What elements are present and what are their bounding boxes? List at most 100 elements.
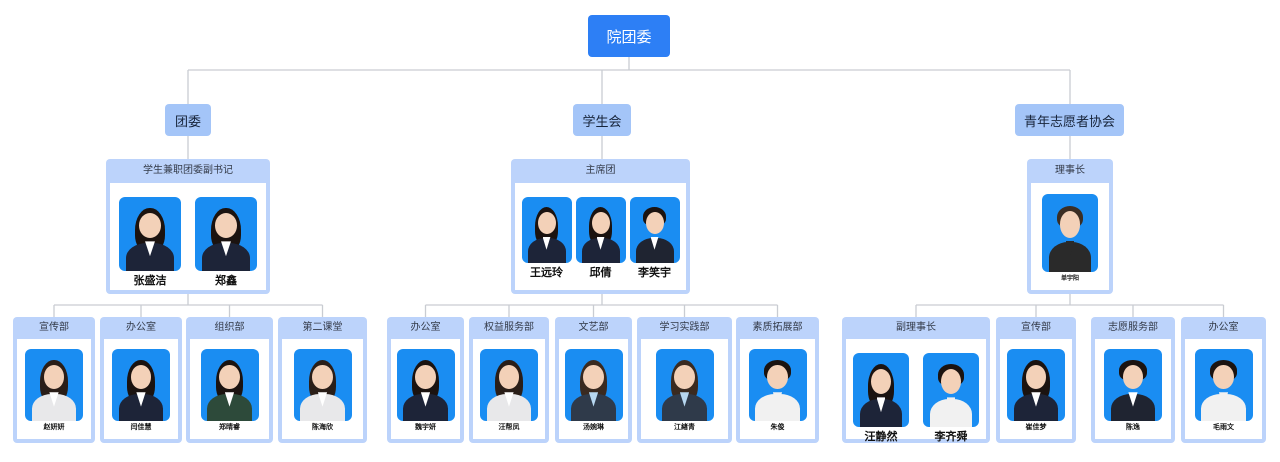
branch-node-label: 学生会: [582, 114, 622, 130]
member-0[interactable]: 崔佳梦: [1007, 349, 1065, 436]
dept-card-b2-1[interactable]: 权益服务部汪帮凤: [469, 317, 549, 443]
member-name: 李齐舜: [934, 430, 968, 443]
card-body: 汤婉琳: [559, 339, 628, 439]
card-body: 王远玲邱倩李笑宇: [515, 183, 686, 290]
member-name: 郑晴睿: [219, 423, 240, 431]
card-body: 张盛洁 郑鑫: [110, 183, 266, 290]
card-body: 郑晴睿: [190, 339, 269, 439]
member-name: 闫佳慧: [130, 423, 152, 431]
portrait-photo: [119, 197, 181, 271]
card-body: 崔佳梦: [1000, 339, 1072, 439]
card-body: 单宇阳: [1031, 183, 1109, 290]
card-body: 汪静然 李齐舜: [846, 339, 986, 443]
dept-card-b1-3[interactable]: 第二课堂陈海欣: [278, 317, 367, 443]
dept-card-b1-2[interactable]: 组织部郑晴睿: [186, 317, 273, 443]
member-0[interactable]: 朱俊: [748, 349, 807, 436]
card-title: 办公室: [1208, 322, 1239, 333]
dept-card-b2-4[interactable]: 素质拓展部朱俊: [736, 317, 819, 443]
portrait-photo: [629, 197, 680, 263]
dept-card-b1-1[interactable]: 办公室闫佳慧: [100, 317, 182, 443]
portrait-photo: [923, 353, 979, 427]
card-body: 闫佳慧: [104, 339, 178, 439]
portrait-photo: [200, 349, 259, 421]
member-0[interactable]: 张盛洁: [119, 197, 181, 290]
card-title: 副理事长: [896, 322, 936, 333]
card-title: 第二课堂: [302, 322, 343, 333]
card-body: 陈逸: [1095, 339, 1171, 439]
member-name: 张盛洁: [133, 274, 167, 287]
member-0[interactable]: 陈海欣: [293, 349, 352, 436]
member-0[interactable]: 汪帮凤: [480, 349, 538, 436]
member-name: 江緖青: [674, 423, 695, 431]
member-1[interactable]: 李齐舜: [923, 353, 979, 446]
card-title: 素质拓展部: [752, 322, 803, 333]
card-title: 主席团: [585, 165, 616, 176]
member-2[interactable]: 李笑宇: [629, 197, 680, 282]
card-title: 志愿服务部: [1108, 322, 1158, 333]
card-body: 汪帮凤: [473, 339, 545, 439]
portrait-photo: [1194, 349, 1253, 421]
member-name: 单宇阳: [1060, 275, 1079, 282]
card-body: 魏宇妍: [391, 339, 460, 439]
dept-card-b3-3[interactable]: 办公室毛雨文: [1181, 317, 1266, 443]
member-0[interactable]: 汤婉琳: [564, 349, 623, 436]
member-name: 汤婉琳: [583, 423, 604, 431]
lead-card-b1[interactable]: 学生兼职团委副书记张盛洁 郑鑫: [106, 159, 270, 294]
card-title: 办公室: [126, 322, 156, 333]
member-1[interactable]: 郑鑫: [195, 197, 257, 290]
card-title: 组织部: [214, 322, 245, 333]
member-1[interactable]: 邱倩: [575, 197, 626, 282]
member-0[interactable]: 毛雨文: [1194, 349, 1253, 436]
branch-node-label: 团委: [174, 114, 201, 130]
card-body: 毛雨文: [1185, 339, 1262, 439]
dept-card-b3-0[interactable]: 副理事长汪静然 李齐舜: [842, 317, 990, 443]
dept-card-b3-1[interactable]: 宣传部崔佳梦: [996, 317, 1076, 443]
member-0[interactable]: 汪静然: [853, 353, 909, 446]
member-name: 朱俊: [770, 423, 785, 431]
dept-card-b2-2[interactable]: 文艺部汤婉琳: [555, 317, 632, 443]
member-name: 李笑宇: [638, 266, 671, 279]
card-title: 学习实践部: [659, 322, 710, 333]
card-title: 学生兼职团委副书记: [143, 165, 233, 176]
member-name: 崔佳梦: [1025, 423, 1047, 431]
portrait-photo: [1104, 349, 1162, 421]
branch-node-tuanwei[interactable]: 团委: [165, 104, 211, 136]
branch-node-xueshenghui[interactable]: 学生会: [573, 104, 631, 136]
dept-card-b1-0[interactable]: 宣传部赵妍妍: [13, 317, 95, 443]
lead-card-b2[interactable]: 主席团王远玲邱倩李笑宇: [511, 159, 690, 294]
member-name: 汪静然: [864, 430, 898, 443]
dept-card-b2-3[interactable]: 学习实践部江緖青: [637, 317, 732, 443]
portrait-photo: [195, 197, 257, 271]
card-title: 宣传部: [39, 322, 69, 333]
portrait-photo: [655, 349, 714, 421]
branch-node-qingnian-zhiyuanzhe[interactable]: 青年志愿者协会: [1015, 104, 1124, 136]
portrait-photo: [112, 349, 170, 421]
member-0[interactable]: 赵妍妍: [25, 349, 83, 436]
member-name: 毛雨文: [1213, 423, 1234, 431]
dept-card-b2-0[interactable]: 办公室魏宇妍: [387, 317, 464, 443]
root-node-yuantuanwei[interactable]: 院团委: [588, 15, 670, 57]
member-0[interactable]: 江緖青: [655, 349, 714, 436]
member-name: 魏宇妍: [415, 423, 436, 431]
portrait-photo: [396, 349, 455, 421]
member-0[interactable]: 单宇阳: [1042, 194, 1098, 286]
portrait-photo: [564, 349, 623, 421]
member-0[interactable]: 闫佳慧: [112, 349, 170, 436]
portrait-photo: [1042, 194, 1098, 272]
member-name: 陈逸: [1126, 423, 1140, 431]
member-name: 王远玲: [530, 266, 563, 279]
member-name: 汪帮凤: [498, 423, 520, 431]
member-0[interactable]: 陈逸: [1104, 349, 1162, 436]
member-0[interactable]: 王远玲: [521, 197, 572, 282]
dept-card-b3-2[interactable]: 志愿服务部陈逸: [1091, 317, 1175, 443]
branch-node-label: 青年志愿者协会: [1023, 114, 1115, 130]
member-0[interactable]: 魏宇妍: [396, 349, 455, 436]
portrait-photo: [25, 349, 83, 421]
card-body: 朱俊: [740, 339, 815, 439]
card-body: 江緖青: [641, 339, 728, 439]
portrait-photo: [293, 349, 352, 421]
member-0[interactable]: 郑晴睿: [200, 349, 259, 436]
lead-card-b3[interactable]: 理事长单宇阳: [1027, 159, 1113, 294]
card-title: 权益服务部: [484, 322, 534, 333]
